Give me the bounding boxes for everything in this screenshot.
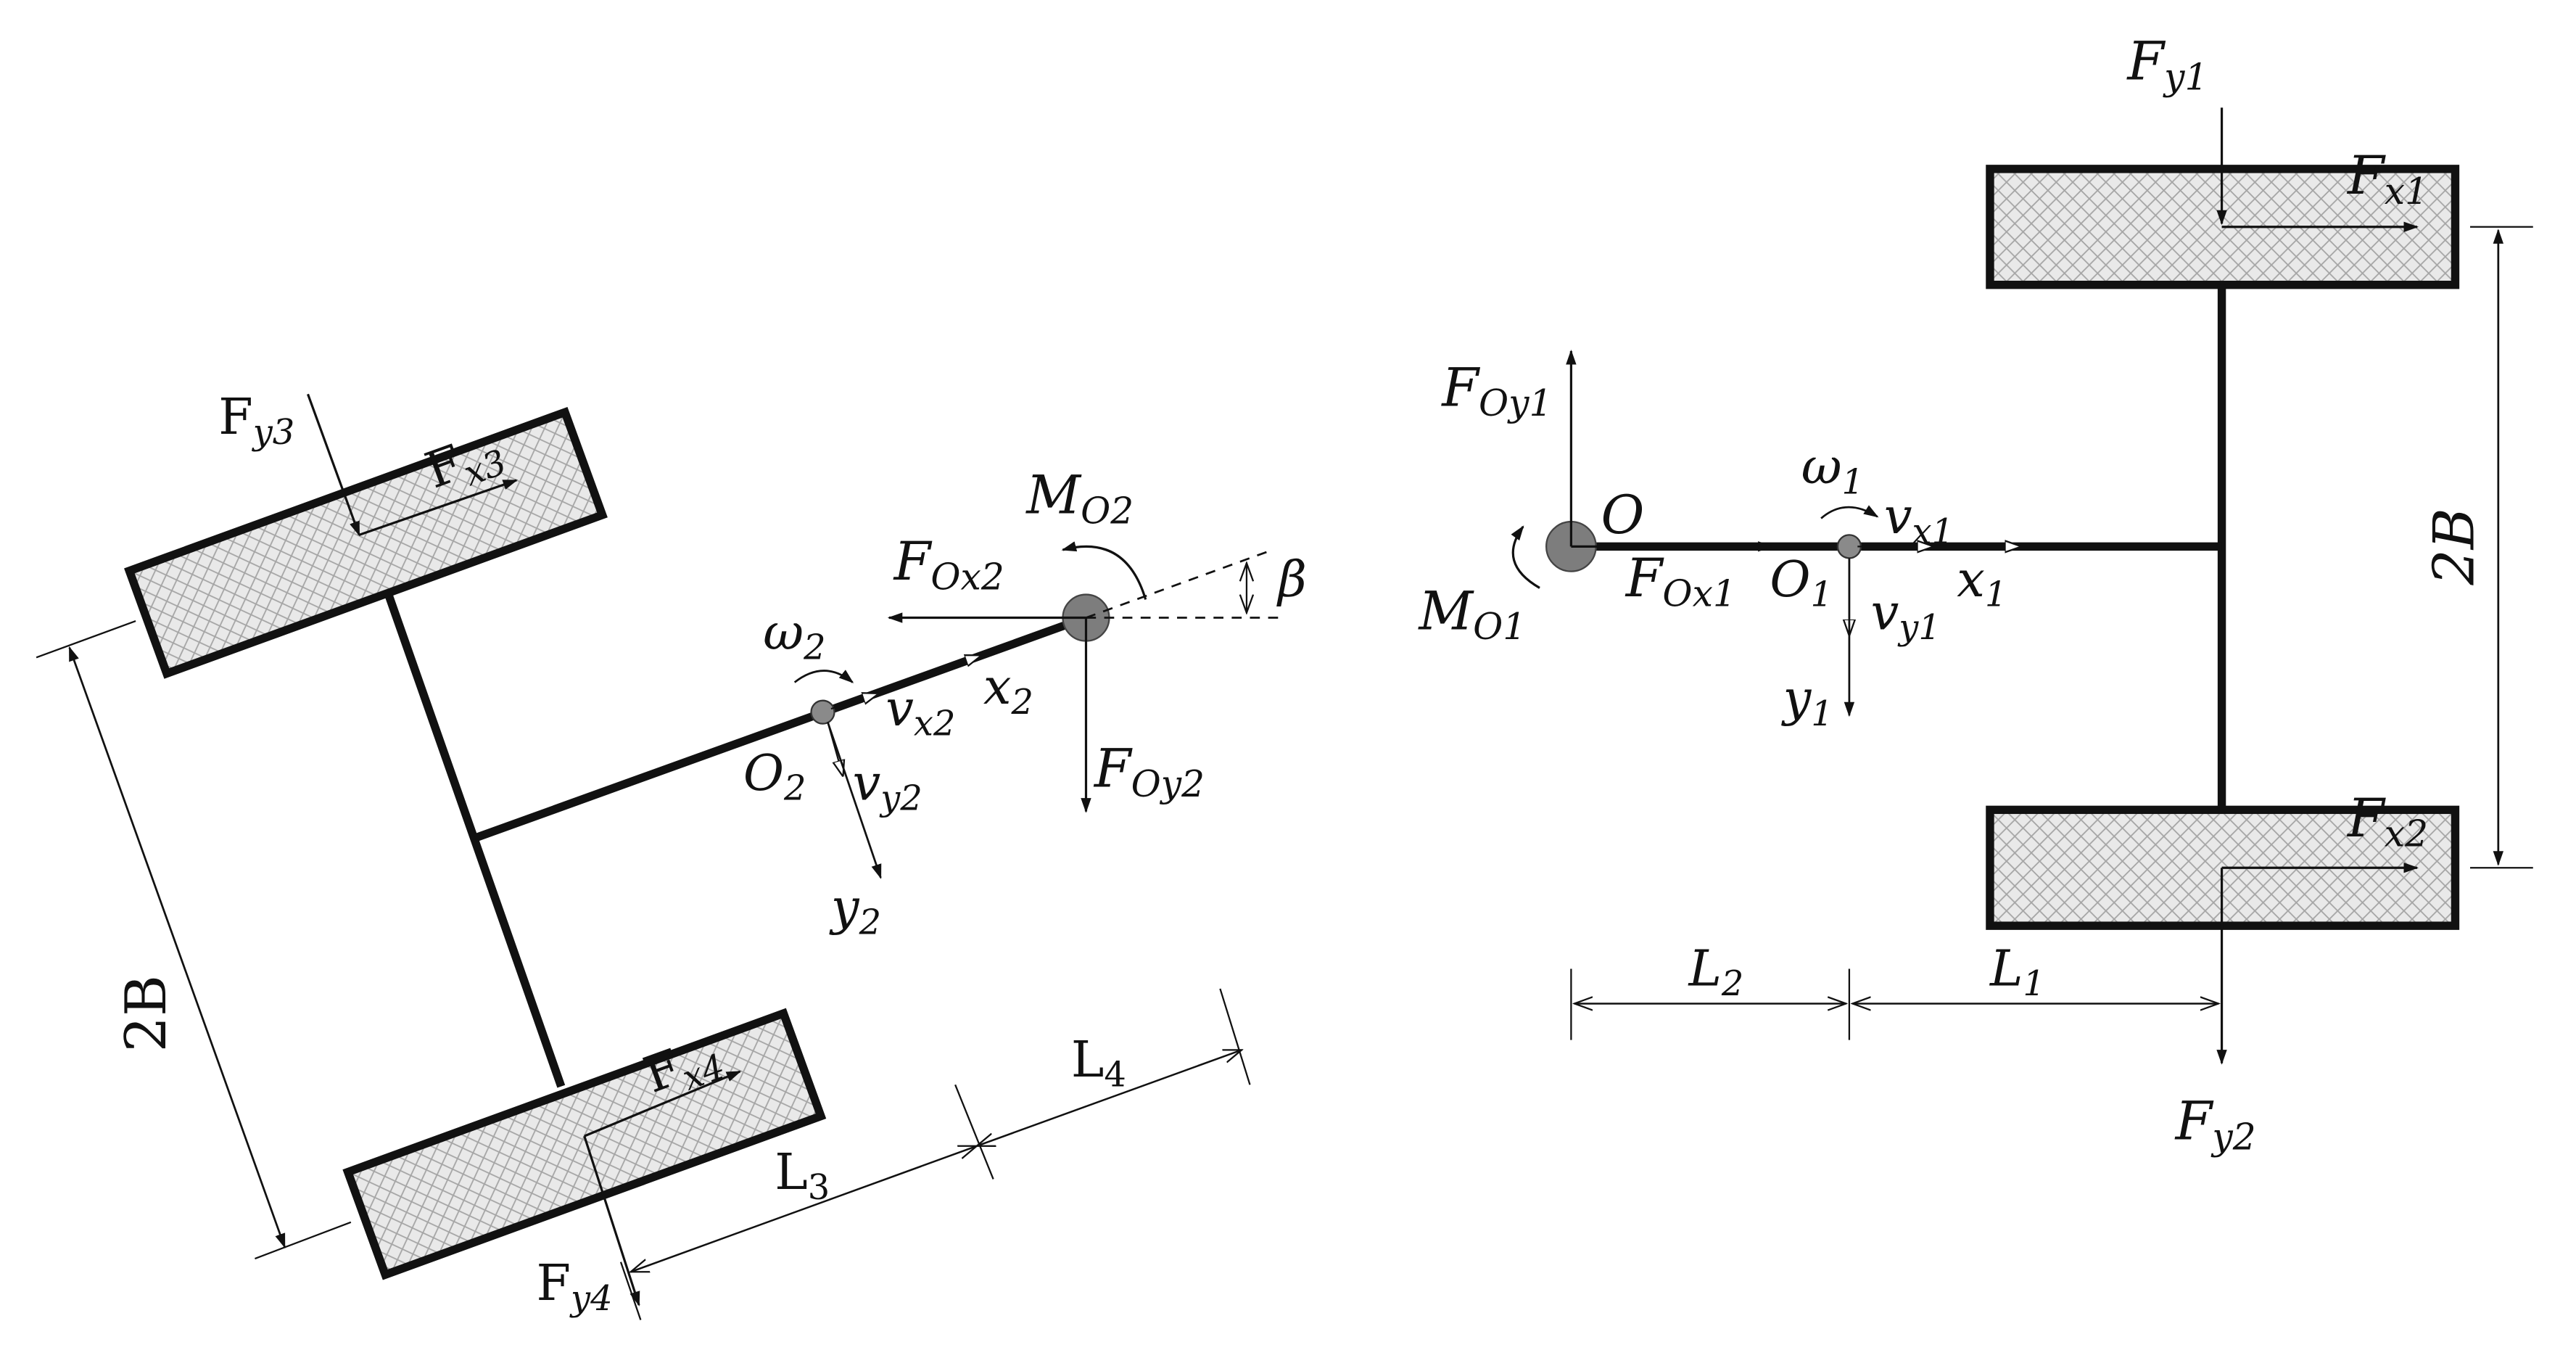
label-x2: x2 xyxy=(983,658,1033,723)
drawbar-left xyxy=(474,614,1088,842)
omega2-arc xyxy=(793,670,854,683)
beta-ref-inclined xyxy=(1086,550,1269,619)
label-fy2: Fy2 xyxy=(2174,1091,2256,1159)
label-y1: y1 xyxy=(1781,670,1833,734)
label-fx2: Fx2 xyxy=(2346,788,2428,855)
right-axle-group xyxy=(1511,107,2533,1065)
l4-dim xyxy=(977,1049,1242,1147)
label-vx2: vx2 xyxy=(886,680,955,744)
label-vy1: vy1 xyxy=(1871,584,1941,649)
label-x1: x1 xyxy=(1957,551,2007,615)
fy3-arrow xyxy=(307,393,360,537)
l3-ext-mid xyxy=(954,1084,994,1180)
vx2-arrow xyxy=(830,694,878,710)
label-track-right: 2B xyxy=(2422,508,2488,585)
label-track-left: 2B xyxy=(114,975,179,1052)
label-foy2: FOy2 xyxy=(1093,738,1205,805)
label-l3: L3 xyxy=(775,1143,830,1208)
label-mo2: MO2 xyxy=(1025,465,1134,532)
label-l1: L1 xyxy=(1989,939,2045,1004)
l3-ext-left xyxy=(619,1262,642,1320)
label-l4: L4 xyxy=(1071,1031,1126,1095)
point-o2 xyxy=(810,699,835,725)
label-fy3: Fy3 xyxy=(218,388,294,453)
label-y2: y2 xyxy=(829,878,881,943)
label-vy2: vy2 xyxy=(853,754,922,819)
label-fx1: Fx1 xyxy=(2346,145,2428,213)
label-mo1: MO1 xyxy=(1417,581,1526,649)
track-ext-bottom-left xyxy=(255,1221,352,1260)
label-o: O xyxy=(1601,485,1644,546)
mo1-arc xyxy=(1511,525,1540,589)
label-fox2: FOx2 xyxy=(893,531,1004,598)
label-vx1: vx1 xyxy=(1884,487,1954,552)
y2-arrow xyxy=(827,721,882,879)
label-omega2: ω2 xyxy=(763,604,825,668)
label-foy1: FOy1 xyxy=(1440,357,1552,424)
point-o1 xyxy=(1836,534,1862,559)
label-fy1: Fy1 xyxy=(2126,31,2208,99)
l4-ext-right xyxy=(1219,988,1251,1085)
left-axle-group xyxy=(36,393,1287,1320)
track-ext-top-left xyxy=(36,620,136,659)
label-fy4: Fy4 xyxy=(537,1254,613,1319)
label-o1: O1 xyxy=(1770,551,1833,615)
fy4-arrow xyxy=(583,1135,640,1306)
wheel-3 xyxy=(124,406,608,679)
x2-arrow xyxy=(864,656,981,696)
fx3-arrow xyxy=(358,479,519,536)
track-dim-left xyxy=(68,646,286,1248)
l3-dim xyxy=(631,1145,977,1273)
label-l2: L2 xyxy=(1687,939,1743,1004)
label-o2: O2 xyxy=(743,744,806,809)
label-beta: β xyxy=(1276,551,1307,609)
wheel-4 xyxy=(342,1008,827,1280)
label-omega1: ω1 xyxy=(1801,438,1864,503)
omega1-arc xyxy=(1820,505,1879,519)
mo2-arc xyxy=(1061,541,1147,600)
axle-left xyxy=(383,590,566,1088)
label-fox1: FOx1 xyxy=(1625,548,1736,615)
fx4-arrow xyxy=(584,1070,742,1137)
